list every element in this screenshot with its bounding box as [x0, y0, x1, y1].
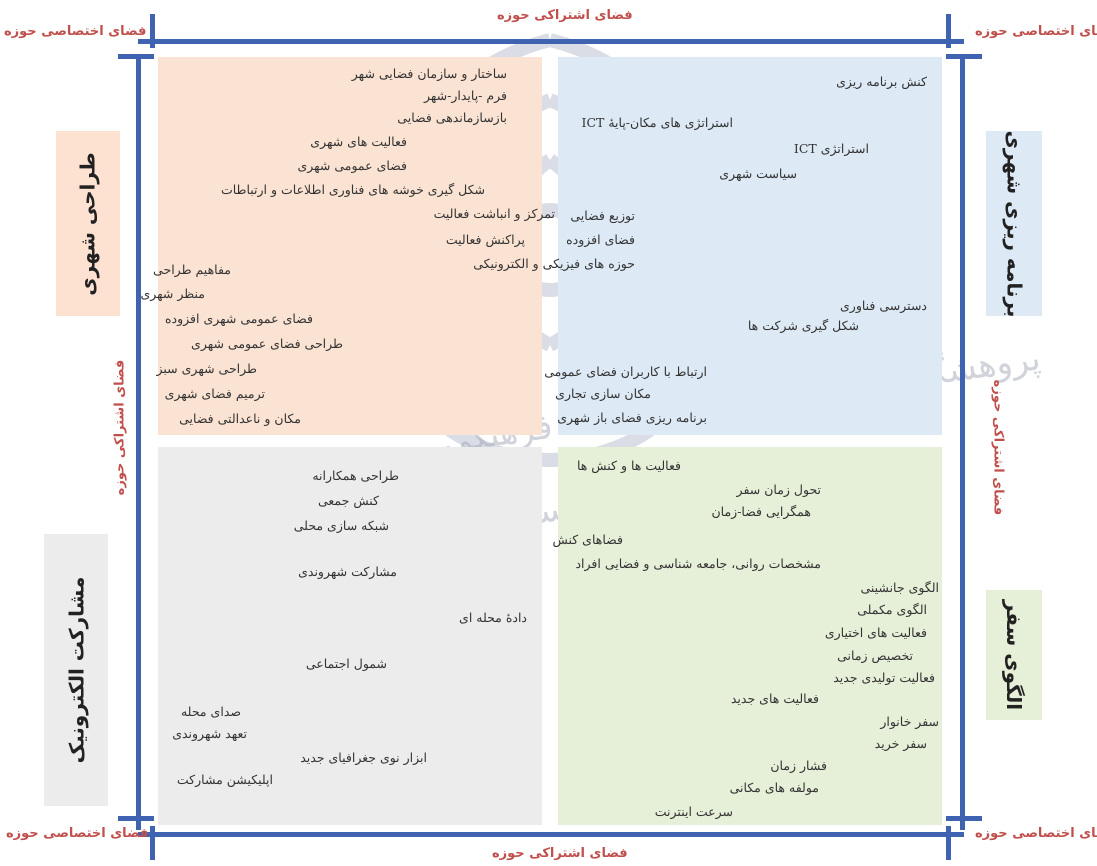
- tl-item: طراحی فضای عمومی شهری: [191, 336, 343, 351]
- label-private-bottom-left: فضای اختصاصی حوزه: [6, 826, 149, 841]
- br-item: فضاهای کنش: [552, 532, 623, 547]
- tl-item: طراحی شهری سبز: [156, 361, 257, 376]
- label-shared-right: فضای اشتراکی حوزه: [990, 379, 1006, 516]
- br-item: سفر خرید: [874, 736, 927, 751]
- quadrant-bottom-left: [158, 447, 542, 825]
- frame-bottom-line: [138, 832, 964, 837]
- tl-item: مفاهیم طراحی: [153, 262, 231, 277]
- br-item: فعالیت ها و کنش ها: [576, 458, 681, 473]
- br-item: سرعت اینترنت: [654, 804, 733, 819]
- label-shared-top: فضای اشتراکی حوزه: [497, 8, 633, 23]
- br-item: فشار زمان: [770, 758, 827, 773]
- corner-top-right-h: [946, 54, 982, 59]
- tr-item: مکان سازی تجاری: [555, 386, 651, 401]
- bl-item: مشارکت شهروندی: [298, 564, 397, 579]
- br-item: سفر خانوار: [880, 714, 939, 729]
- bl-item: کنش جمعی: [317, 493, 379, 508]
- bl-item: تعهد شهروندی: [172, 726, 247, 741]
- tl-item: فضای عمومی شهری: [297, 158, 407, 173]
- bl-item: دادهٔ محله ای: [459, 610, 527, 625]
- corner-bottom-right-v: [946, 826, 951, 860]
- br-item: فعالیت تولیدی جدید: [833, 670, 935, 685]
- tr-item: برنامه ریزی فضای باز شهری: [557, 410, 707, 425]
- tr-item: استراتژی های مکان-پایهٔ ICT: [581, 115, 733, 130]
- label-private-top-left: فضای اختصاصی حوزه: [4, 24, 147, 39]
- corner-top-left-h: [118, 54, 154, 59]
- tl-item: پراکنش فعالیت: [445, 232, 525, 247]
- side-title-urban-design: طراحی شهری: [76, 151, 101, 296]
- tr-item: سیاست شهری: [719, 166, 797, 181]
- br-item: الگوی مکملی: [857, 602, 927, 617]
- label-shared-left: فضای اشتراکی حوزه: [112, 359, 128, 496]
- corner-top-right-v: [946, 14, 951, 48]
- br-item: مشخصات روانی، جامعه شناسی و فضایی افراد: [575, 556, 821, 571]
- side-box-e-participation: مشارکت الکترونیک: [44, 534, 108, 806]
- side-title-e-participation: مشارکت الکترونیک: [64, 576, 88, 764]
- tl-item: مکان و ناعدالتی فضایی: [179, 411, 301, 426]
- br-item: همگرایی فضا-زمان: [711, 504, 811, 519]
- tl-item: فرم -پایدار-شهر: [423, 88, 507, 103]
- label-private-top-right: فضای اختصاصی حوزه: [975, 24, 1097, 39]
- tl-item: بازسازماندهی فضایی: [397, 110, 507, 125]
- bl-item: اپلیکیشن مشارکت: [176, 772, 273, 787]
- corner-bottom-left-h: [118, 816, 154, 821]
- frame-right-line: [960, 56, 965, 830]
- br-item: مولفه های مکانی: [729, 780, 819, 795]
- quadrant-bottom-right: [558, 447, 942, 825]
- quadrant-top-left: [158, 57, 542, 435]
- tr-item: شکل گیری شرکت ها: [747, 318, 859, 333]
- side-box-travel-pattern: الگوی سفر: [986, 590, 1042, 720]
- tl-item: فضای عمومی شهری افزوده: [165, 311, 313, 326]
- tr-item: کنش برنامه ریزی: [836, 74, 927, 89]
- br-item: تخصیص زمانی: [837, 648, 913, 663]
- bl-item: طراحی همکارانه: [312, 468, 399, 483]
- br-item: تحول زمان سفر: [736, 482, 821, 497]
- tl-item: فعالیت های شهری: [310, 134, 407, 149]
- corner-top-left-v: [150, 14, 155, 48]
- tl-item: ساختار و سازمان فضایی شهر: [351, 66, 507, 81]
- side-box-urban-planning: برنامه ریزی شهری: [986, 130, 1042, 317]
- label-shared-bottom: فضای اشتراکی حوزه: [492, 846, 628, 861]
- tr-item: توزیع فضایی: [570, 208, 635, 223]
- tr-item: ارتباط با کاربران فضای عمومی: [544, 364, 707, 379]
- tl-item: شکل گیری خوشه های فناوری اطلاعات و ارتبا…: [220, 182, 485, 197]
- corner-bottom-left-v: [150, 826, 155, 860]
- side-title-urban-planning: برنامه ریزی شهری: [1002, 130, 1027, 317]
- tr-item: حوزه های فیزیکی و الکترونیکی: [473, 256, 635, 271]
- tl-item: منظر شهری: [140, 286, 205, 301]
- tl-item: ترمیم فضای شهری: [164, 386, 265, 401]
- label-private-bottom-right: فضای اختصاصی حوزه: [975, 826, 1097, 841]
- br-item: فعالیت های جدید: [730, 691, 819, 706]
- quadrant-top-right: [558, 57, 942, 435]
- frame-top-line: [138, 39, 964, 44]
- br-item: فعالیت های اختیاری: [824, 625, 927, 640]
- tr-item: دسترسی فناوری: [840, 298, 927, 313]
- tr-item: فضای افزوده: [566, 232, 635, 247]
- side-title-travel-pattern: الگوی سفر: [1002, 599, 1026, 711]
- bl-item: شبکه سازی محلی: [293, 518, 389, 533]
- tr-item: استراتژی ICT: [793, 141, 869, 156]
- bl-item: صدای محله: [180, 704, 241, 719]
- br-item: الگوی جانشینی: [860, 580, 939, 595]
- bl-item: شمول اجتماعی: [305, 656, 387, 671]
- side-box-urban-design: طراحی شهری: [56, 131, 120, 316]
- bl-item: ابزار نوی جغرافیای جدید: [300, 750, 427, 765]
- frame-left-line: [136, 56, 141, 830]
- tl-item: تمرکز و انباشت فعالیت: [433, 206, 555, 221]
- corner-bottom-right-h: [946, 816, 982, 821]
